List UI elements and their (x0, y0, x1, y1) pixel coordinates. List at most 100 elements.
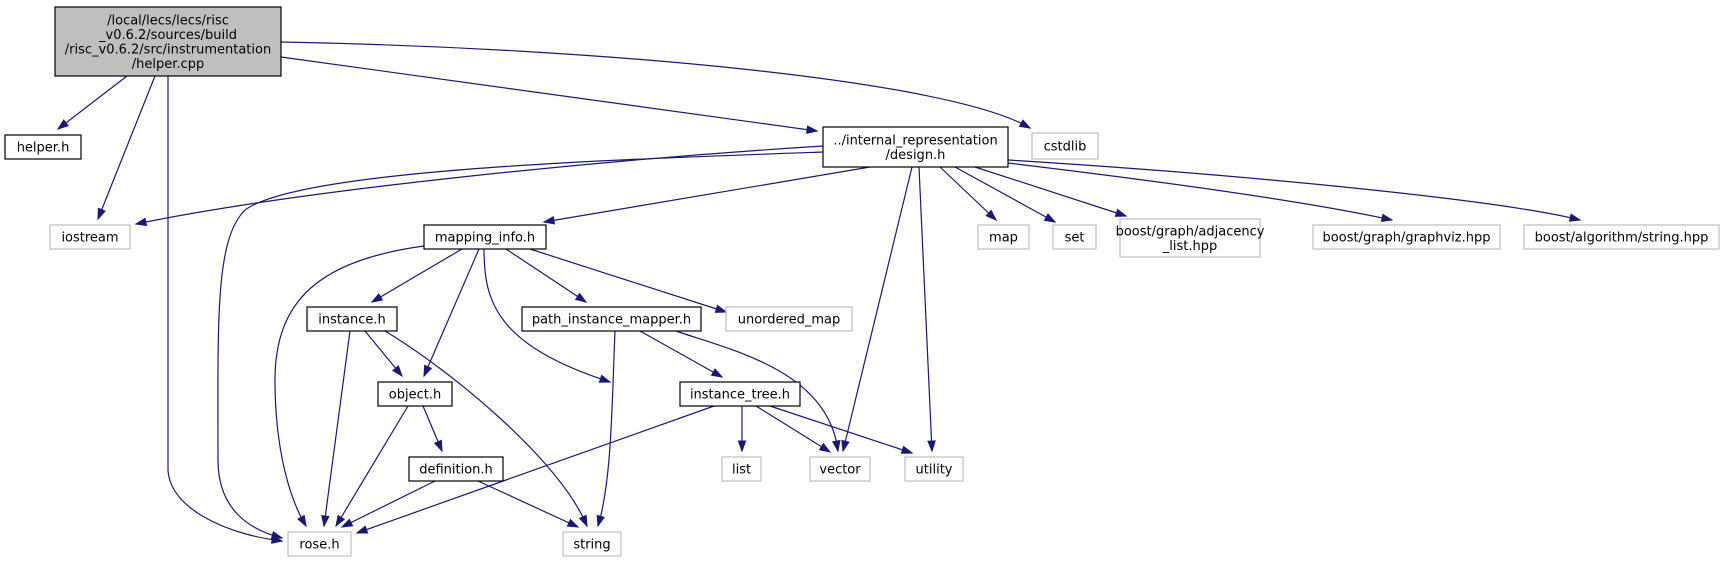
edge-mapping-info-h-to-rose-h (274, 245, 425, 527)
node-label: _v0.6.2/sources/build (98, 28, 237, 43)
edge-design-h-to-mapping-info-h-arrowhead (542, 216, 556, 225)
node-label: string (573, 538, 610, 553)
edge-design-h-to-vector (842, 166, 913, 452)
node-box (721, 456, 762, 482)
node-label: utility (916, 463, 953, 478)
edge-mapping-info-h-to-path-instance-mapper-h-arrowhead (574, 292, 588, 303)
node-box (822, 126, 1009, 168)
edge-design-h-to-graphviz-arrowhead (1380, 213, 1394, 223)
node-list: list (721, 456, 762, 482)
node-object-h[interactable]: object.h (377, 381, 453, 407)
node-label: definition.h (419, 463, 493, 478)
edge-helper-cpp-to-helper-h-arrowhead (56, 119, 69, 130)
edge-path-instance-mapper-h-to-vector (675, 330, 839, 452)
node-box (1052, 224, 1097, 250)
edge-instance-tree-h-to-vector-arrowhead (818, 442, 832, 453)
edge-design-h-to-mapping-info-h (543, 166, 871, 223)
node-string: string (562, 531, 622, 557)
node-label: path_instance_mapper.h (532, 313, 691, 328)
edge-helper-cpp-to-cstdlib-arrowhead (1018, 119, 1032, 129)
node-label: set (1065, 231, 1085, 246)
node-box (306, 306, 398, 332)
node-definition-h[interactable]: definition.h (408, 456, 504, 482)
edge-object-h-to-definition-h-arrowhead (433, 439, 443, 453)
edge-mapping-info-h-to-instance-tree-h-arrowhead (598, 374, 612, 383)
edge-object-h-to-rose-h (335, 405, 409, 527)
node-helper-h[interactable]: helper.h (4, 134, 82, 160)
node-unordered-map: unordered_map (725, 306, 853, 332)
node-instance-h[interactable]: instance.h (306, 306, 398, 332)
node-box (1031, 132, 1099, 160)
node-box (423, 224, 547, 250)
node-graphviz: boost/graph/graphviz.hpp (1312, 224, 1501, 250)
node-label: vector (819, 463, 861, 478)
node-label: /local/lecs/lecs/risc (107, 13, 229, 28)
edge-design-h-to-adjacency-list-arrowhead (1114, 208, 1128, 217)
node-cstdlib: cstdlib (1031, 132, 1099, 160)
node-algorithm-string: boost/algorithm/string.hpp (1523, 224, 1720, 250)
node-label: cstdlib (1044, 140, 1087, 155)
edge-design-h-to-rose-h-arrowhead (270, 530, 284, 540)
node-label: ../internal_representation (833, 133, 997, 148)
edge-path-instance-mapper-h-to-string (597, 330, 616, 527)
node-label: list (732, 463, 751, 478)
edges-layer (56, 41, 1582, 544)
node-box (1523, 224, 1720, 250)
edge-definition-h-to-rose-h (341, 480, 436, 528)
edge-instance-tree-h-to-utility-arrowhead (900, 445, 914, 454)
edge-design-h-to-algorithm-string (1007, 159, 1581, 221)
edge-path-instance-mapper-h-to-string-arrowhead (596, 514, 605, 528)
node-label: boost/graph/graphviz.hpp (1323, 231, 1491, 246)
edge-design-h-to-iostream (135, 145, 824, 225)
edge-instance-h-to-string (384, 330, 588, 527)
edge-design-h-to-utility (918, 166, 933, 452)
node-mapping-info-h[interactable]: mapping_info.h (423, 224, 547, 250)
edge-path-instance-mapper-h-to-vector-arrowhead (832, 439, 841, 453)
edge-mapping-info-h-to-path-instance-mapper-h (505, 248, 587, 303)
node-iostream: iostream (49, 224, 131, 250)
edge-design-h-to-utility-arrowhead (927, 440, 936, 453)
node-vector: vector (809, 456, 871, 482)
node-path-instance-mapper-h[interactable]: path_instance_mapper.h (521, 306, 702, 332)
node-label: boost/graph/adjacency (1116, 224, 1265, 239)
node-box (49, 224, 131, 250)
node-label: instance.h (318, 313, 385, 328)
node-box (809, 456, 871, 482)
node-utility: utility (904, 456, 964, 482)
node-helper-cpp[interactable]: /local/lecs/lecs/risc_v0.6.2/sources/bui… (54, 6, 282, 77)
edge-design-h-to-map (939, 166, 997, 221)
edge-instance-tree-h-to-rose-h-arrowhead (355, 525, 369, 534)
node-set: set (1052, 224, 1097, 250)
edge-design-h-to-map-arrowhead (985, 209, 998, 222)
node-box (1119, 218, 1261, 258)
edge-mapping-info-h-to-object-h (423, 248, 480, 377)
node-label: object.h (389, 388, 441, 403)
node-label: iostream (61, 231, 118, 246)
node-rose-h: rose.h (287, 531, 352, 557)
edge-instance-h-to-string-arrowhead (578, 514, 588, 528)
edge-helper-cpp-to-iostream (97, 75, 156, 220)
node-box (408, 456, 504, 482)
node-map: map (977, 224, 1030, 250)
node-label: instance_tree.h (690, 388, 790, 403)
edge-mapping-info-h-to-object-h-arrowhead (423, 364, 433, 378)
node-instance-tree-h[interactable]: instance_tree.h (679, 381, 801, 407)
edge-object-h-to-rose-h-arrowhead (335, 514, 346, 528)
edge-instance-tree-h-to-vector (755, 405, 831, 453)
node-label: helper.h (17, 141, 70, 156)
edge-instance-tree-h-to-rose-h (356, 405, 715, 534)
edge-instance-tree-h-to-utility (769, 405, 913, 454)
node-design-h[interactable]: ../internal_representation/design.h (822, 126, 1009, 168)
edge-design-h-to-iostream-arrowhead (134, 217, 148, 227)
node-label: map (989, 231, 1018, 246)
edge-mapping-info-h-to-instance-h-arrowhead (370, 292, 384, 303)
edge-instance-h-to-rose-h (323, 330, 351, 527)
node-box (377, 381, 453, 407)
edge-design-h-to-adjacency-list (974, 166, 1127, 217)
edge-design-h-to-algorithm-string-arrowhead (1568, 213, 1582, 222)
node-label: rose.h (299, 538, 339, 553)
node-label: /helper.cpp (132, 57, 204, 72)
node-label: unordered_map (738, 313, 841, 328)
edge-mapping-info-h-to-unordered-map-arrowhead (714, 304, 728, 313)
edge-design-h-to-vector-arrowhead (841, 439, 850, 453)
